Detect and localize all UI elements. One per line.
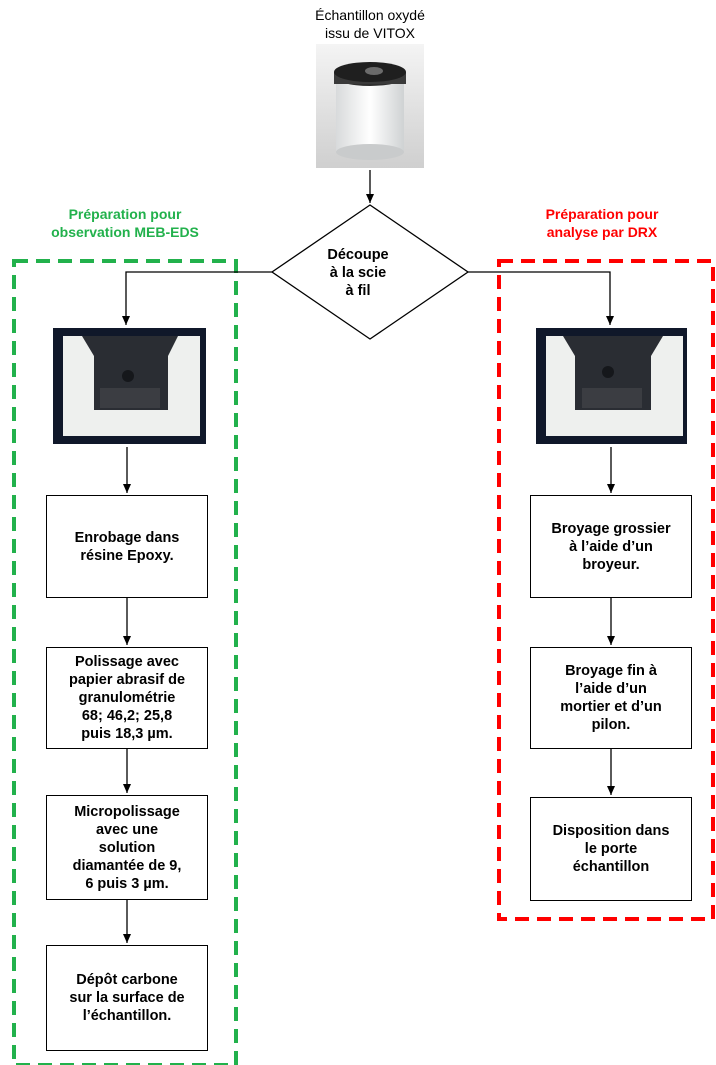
left-step-3: Micropolissage avec une solution diamant… [46, 795, 208, 900]
sample-title-line1: Échantillon oxydé [315, 7, 425, 23]
decision-diamond [270, 204, 470, 340]
right-section-title-line2: analyse par DRX [546, 224, 658, 240]
left-step-1: Enrobage dans résine Epoxy. [46, 495, 208, 598]
right-section-title: Préparation pour analyse par DRX [497, 205, 707, 241]
left-step-4: Dépôt carbone sur la surface de l’échant… [46, 945, 208, 1051]
right-step-1: Broyage grossier à l’aide d’un broyeur. [530, 495, 692, 598]
sample-title-line2: issu de VITOX [324, 25, 415, 41]
left-cut-sample-photo [53, 328, 206, 444]
left-dashed-frame [12, 259, 238, 1065]
left-section-title-line2: observation MEB-EDS [51, 224, 199, 240]
right-step-2: Broyage fin à l’aide d’un mortier et d’u… [530, 647, 692, 749]
sample-title: Échantillon oxydé issu de VITOX [250, 6, 490, 42]
right-step-3: Disposition dans le porte échantillon [530, 797, 692, 901]
arrow-decision-to-right [468, 271, 614, 325]
sample-photo [316, 44, 424, 168]
right-dashed-frame [497, 259, 715, 921]
right-cut-sample-photo [536, 328, 687, 444]
arrow-decision-to-left [122, 271, 272, 325]
left-step-2: Polissage avec papier abrasif de granulo… [46, 647, 208, 749]
decision-label: Découpe à la scie à fil [327, 247, 389, 299]
right-section-title-line1: Préparation pour [545, 206, 659, 222]
left-section-title-line1: Préparation pour [68, 206, 182, 222]
left-section-title: Préparation pour observation MEB-EDS [10, 205, 240, 241]
